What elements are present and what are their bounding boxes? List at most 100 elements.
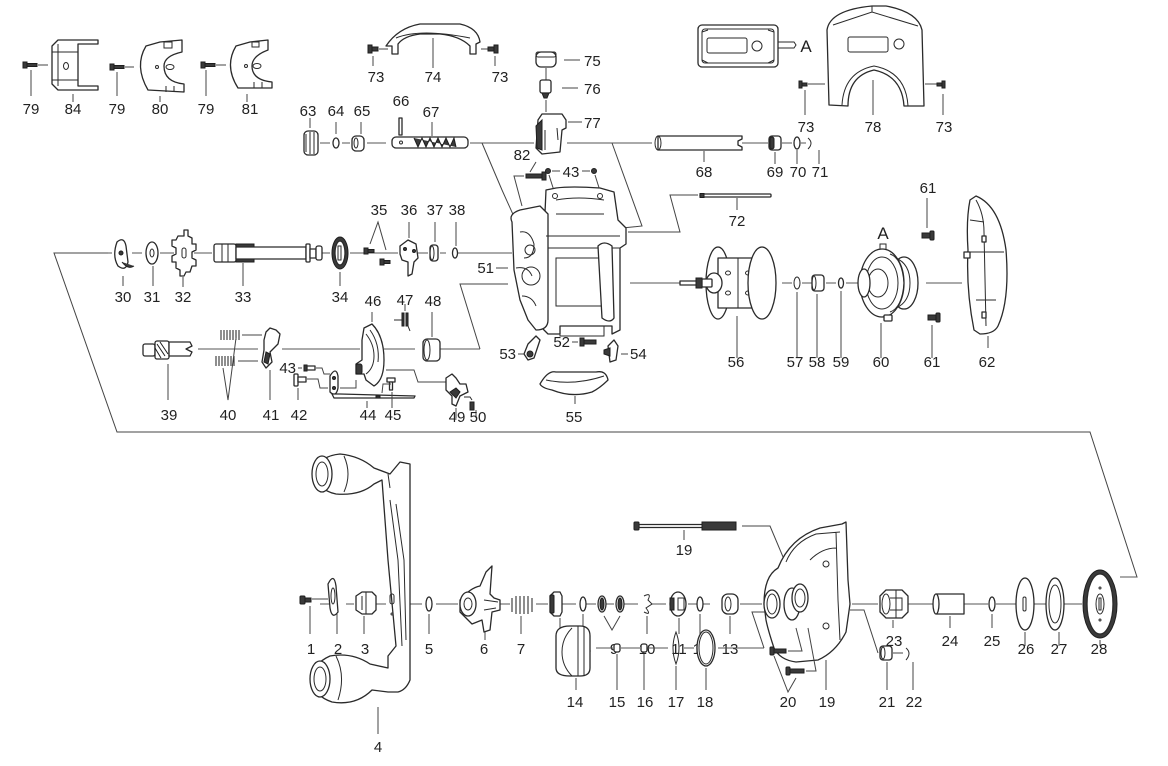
part-84-brake-cover-plate: 84 [51,39,99,118]
part-72-guide-rod: 72 [699,193,772,230]
callout-35: 35 [371,202,388,219]
part-2-nut-plate: 2 [327,577,342,658]
part-14-cast-control-cap: 14 [555,625,591,711]
callout-62: 62 [979,354,996,371]
callout-26: 25 [984,633,1001,650]
callout-66: 66 [393,93,410,110]
part-26-washer: 25 [984,596,1001,650]
callout-5: 5 [425,641,433,658]
part-35-screws: 35 [363,202,391,266]
callout-55: 55 [566,409,583,426]
callout-72: 72 [729,213,746,230]
callout-77: 77 [584,115,601,132]
callout-79: 79 [23,101,40,118]
part-49-clutch-kickback: 49 [445,373,469,426]
part-22-bearing: 21 [850,609,903,711]
callout-61: 61 [924,354,941,371]
part-43-screw: 43 [279,360,330,377]
clutch-group: 39 40 41 43 42 [142,283,508,426]
level-wind-group: 63 64 65 66 67 75 [300,51,828,233]
part-71-eclip: 71 [807,137,828,181]
callout-82: 82 [514,147,531,164]
part-46-clutch-cam: 46 [340,293,446,389]
part-19-side-plate: 19 [763,521,851,711]
part-78-display-cover: 78 [826,5,925,136]
brake-covers-group: 79 84 79 80 [22,39,273,118]
callout-58: 58 [809,354,826,371]
callout-16: 16 [637,694,654,711]
part-29-main-gear: 28 [1082,569,1118,658]
callout-37: 37 [427,202,444,219]
callout-33: 33 [235,289,252,306]
callout-54: 54 [630,346,647,363]
part-82-screw: 82 [513,147,547,207]
part-43-nut: 43 [545,164,602,195]
handle-side-group: 1 2 3 4 5 [299,453,1137,756]
callout-57: 57 [787,354,804,371]
callout-20: 20 [780,694,797,711]
callout-44: 44 [360,407,377,424]
callout-76: 76 [584,81,601,98]
part-75-line-guide-cap: 75 [535,51,601,80]
callout-78: 78 [865,119,882,136]
part-69-bearing: 69 [767,135,783,181]
callout-52: 52 [553,334,570,351]
part-67-worm-shaft: 67 [391,104,469,149]
callout-51: 51 [477,260,494,277]
callout-40: 40 [220,407,237,424]
part-9-spring-washers: 9 [597,595,625,658]
callout-74: 74 [425,69,442,86]
callout-34: 34 [332,289,349,306]
callout-79: 79 [198,101,215,118]
part-32-ratchet: 32 [171,229,197,306]
part-59-washer: 59 [833,277,849,371]
part-55-foot-cover: 55 [539,371,609,426]
part-7-spring: 7 [511,596,533,658]
part-66-pin: 66 [393,93,410,136]
part-42-screw: 42 [291,373,328,424]
callout-73: 73 [492,69,509,86]
callout-6: 6 [480,641,488,658]
part-40-springs: 40 [215,330,262,424]
part-58-bearing: 58 [809,274,826,371]
callout-73: 73 [798,119,815,136]
part-73-screw: 73 [925,80,953,136]
callout-45: 45 [385,407,402,424]
callout-65: 65 [354,103,371,120]
callout-17: 17 [668,694,685,711]
callout-30: 30 [115,289,132,306]
callout-73: 73 [936,119,953,136]
part-64-washer: 64 [328,103,344,149]
callout-67: 67 [423,104,440,121]
part-70-washer: 70 [790,136,806,181]
callout-50: 50 [470,409,487,426]
frame-group: 82 43 51 [477,147,646,426]
part-79-screw-a: 79 [22,61,48,118]
callout-48: 48 [425,293,442,310]
callout-25: 24 [942,633,959,650]
callout-22: 21 [879,694,896,711]
callout-68: 68 [696,164,713,181]
part-23-eclip: 22 [905,647,922,711]
part-38-washer: 38 [449,202,465,259]
part-36-bearing-retainer: 36 [399,202,419,277]
callout-49: 49 [449,409,466,426]
part-77-line-guide: 77 [535,113,601,155]
callout-80: 80 [152,101,169,118]
part-27-drag-washer: 26 [1015,577,1035,658]
part-47-spring: 47 [394,292,413,332]
callout-2: 2 [334,641,342,658]
part-76-pawl: 76 [539,79,601,112]
part-68-tube: 68 [654,135,743,181]
part-44-clutch-lever: 44 [329,370,416,424]
callout-73: 73 [368,69,385,86]
part-45-pin: 45 [381,377,402,424]
part-73-screw: 73 [367,44,388,86]
part-63-worm-cap: 63 [300,103,319,156]
display-cover-group: A 73 78 73 [697,5,953,136]
callout-42: 42 [291,407,308,424]
part-20-screws: 20 [769,627,817,711]
part-3-handle-nut: 3 [355,591,377,658]
display-module: A [697,24,812,68]
part-52-screw: 52 [553,334,597,351]
